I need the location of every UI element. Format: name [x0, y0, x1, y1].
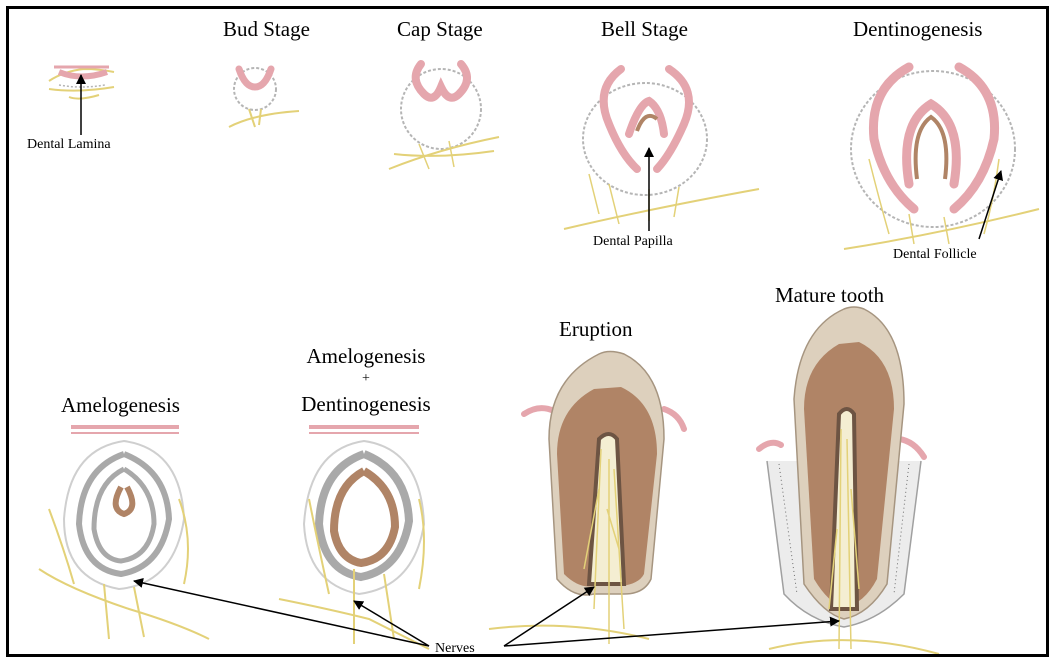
amelo-dentino-plus: + — [286, 371, 446, 387]
bud-stage-title: Bud Stage — [223, 17, 310, 42]
eruption-illustration — [489, 352, 684, 645]
dentinogenesis-illustration — [844, 67, 1039, 249]
cap-stage-title: Cap Stage — [397, 17, 483, 42]
tooth-development-diagram — [9, 9, 1049, 657]
nerves-label: Nerves — [435, 641, 475, 657]
nerves-arrow-2 — [354, 601, 429, 646]
dental-lamina-label: Dental Lamina — [27, 137, 111, 153]
dentinogenesis-title: Dentinogenesis — [853, 17, 982, 42]
figure-frame: Bud Stage Cap Stage Bell Stage Dentinoge… — [6, 6, 1049, 657]
nerves-arrow-4 — [504, 621, 839, 646]
bell-stage-title: Bell Stage — [601, 17, 688, 42]
dental-papilla-label: Dental Papilla — [593, 234, 673, 250]
bud-stage-illustration — [229, 68, 299, 127]
nerves-arrow-3 — [504, 587, 594, 646]
amelogenesis-dentinogenesis-illustration — [279, 427, 429, 649]
amelo-dentino-title-line2: Dentinogenesis — [286, 392, 446, 417]
amelo-dentino-title-line1: Amelogenesis — [286, 344, 446, 369]
amelogenesis-title: Amelogenesis — [61, 393, 180, 418]
amelogenesis-illustration — [39, 427, 209, 639]
mature-tooth-illustration — [759, 307, 939, 654]
bell-stage-illustration — [564, 69, 759, 229]
mature-tooth-title: Mature tooth — [775, 283, 884, 308]
eruption-title: Eruption — [559, 317, 633, 342]
cap-stage-illustration — [389, 64, 499, 169]
nerves-arrow-1 — [134, 581, 429, 646]
dental-follicle-label: Dental Follicle — [893, 247, 977, 263]
